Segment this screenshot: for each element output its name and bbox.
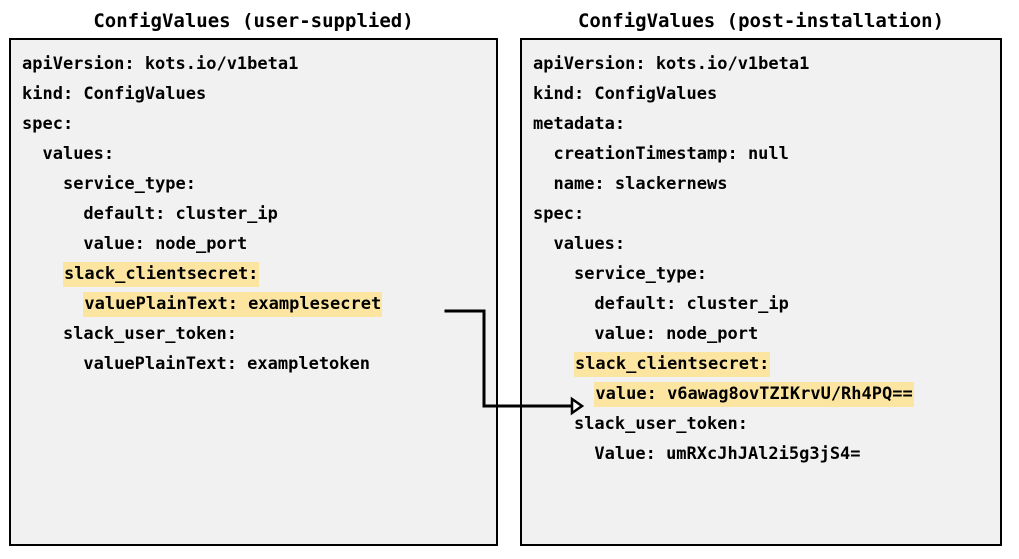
indent-spacer xyxy=(533,144,553,164)
right-yaml-line: service_type: xyxy=(533,259,1000,289)
indent-spacer xyxy=(22,324,63,344)
yaml-text: service_type: xyxy=(62,174,197,194)
yaml-text: metadata: xyxy=(533,114,626,134)
indent-spacer xyxy=(533,234,553,254)
yaml-text: apiVersion: kots.io/v1beta1 xyxy=(533,54,810,74)
highlighted-yaml-text: slack_clientsecret: xyxy=(573,352,771,377)
yaml-text: Value: umRXcJhJAl2i5g3jS4= xyxy=(594,444,861,464)
indent-spacer xyxy=(22,204,83,224)
right-yaml-line: value: node_port xyxy=(533,319,1000,349)
right-yaml-line: slack_user_token: xyxy=(533,409,1000,439)
indent-spacer xyxy=(533,384,594,404)
indent-spacer xyxy=(22,264,63,284)
right-yaml-line: values: xyxy=(533,229,1000,259)
right-yaml-line: spec: xyxy=(533,199,1000,229)
yaml-text: value: node_port xyxy=(83,234,248,254)
yaml-text: slack_user_token: xyxy=(62,324,237,344)
indent-spacer xyxy=(22,234,83,254)
highlighted-yaml-text: valuePlainText: examplesecret xyxy=(83,292,383,317)
right-yaml-line: kind: ConfigValues xyxy=(533,79,1000,109)
left-yaml-line: spec: xyxy=(22,109,496,139)
left-panel-title: ConfigValues (user-supplied) xyxy=(93,10,414,32)
right-yaml-line: value: v6awag8ovTZIKrvU/Rh4PQ== xyxy=(533,379,1000,409)
indent-spacer xyxy=(533,324,594,344)
left-yaml-line: kind: ConfigValues xyxy=(22,79,496,109)
yaml-text: values: xyxy=(42,144,115,164)
yaml-text: slack_user_token: xyxy=(573,414,748,434)
left-yaml-line: values: xyxy=(22,139,496,169)
indent-spacer xyxy=(22,144,42,164)
right-panel-configvalues-post-installation: apiVersion: kots.io/v1beta1 kind: ConfigV… xyxy=(520,38,1002,546)
right-yaml-line: metadata: xyxy=(533,109,1000,139)
indent-spacer xyxy=(533,414,574,434)
right-yaml-line: apiVersion: kots.io/v1beta1 xyxy=(533,49,1000,79)
yaml-text: values: xyxy=(553,234,626,254)
left-panel-configvalues-user-supplied: apiVersion: kots.io/v1beta1 kind: ConfigV… xyxy=(9,38,498,546)
yaml-text: creationTimestamp: null xyxy=(553,144,789,164)
right-yaml-line: Value: umRXcJhJAl2i5g3jS4= xyxy=(533,439,1000,469)
right-yaml-line: name: slackernews xyxy=(533,169,1000,199)
right-yaml-line: default: cluster_ip xyxy=(533,289,1000,319)
indent-spacer xyxy=(533,174,553,194)
yaml-text: kind: ConfigValues xyxy=(22,84,207,104)
yaml-text: value: node_port xyxy=(594,324,759,344)
indent-spacer xyxy=(22,294,83,314)
left-yaml-line: slack_user_token: xyxy=(22,319,496,349)
indent-spacer xyxy=(533,444,594,464)
highlighted-yaml-text: value: v6awag8ovTZIKrvU/Rh4PQ== xyxy=(594,382,914,407)
yaml-text: apiVersion: kots.io/v1beta1 xyxy=(22,54,299,74)
highlighted-yaml-text: slack_clientsecret: xyxy=(62,262,260,287)
yaml-text: valuePlainText: exampletoken xyxy=(83,354,370,374)
right-yaml-line: creationTimestamp: null xyxy=(533,139,1000,169)
left-yaml-line: valuePlainText: examplesecret xyxy=(22,289,496,319)
left-yaml-line: value: node_port xyxy=(22,229,496,259)
yaml-text: spec: xyxy=(533,204,585,224)
left-yaml-line: default: cluster_ip xyxy=(22,199,496,229)
indent-spacer xyxy=(533,264,574,284)
indent-spacer xyxy=(533,294,594,314)
yaml-text: service_type: xyxy=(573,264,708,284)
left-yaml-line: apiVersion: kots.io/v1beta1 xyxy=(22,49,496,79)
yaml-text: default: cluster_ip xyxy=(594,294,789,314)
indent-spacer xyxy=(22,354,83,374)
right-panel-title: ConfigValues (post-installation) xyxy=(577,10,945,32)
left-yaml-line: service_type: xyxy=(22,169,496,199)
left-panel-yaml: apiVersion: kots.io/v1beta1 kind: ConfigV… xyxy=(22,49,496,379)
yaml-text: name: slackernews xyxy=(553,174,728,194)
yaml-text: default: cluster_ip xyxy=(83,204,278,224)
indent-spacer xyxy=(22,174,63,194)
left-yaml-line: slack_clientsecret: xyxy=(22,259,496,289)
indent-spacer xyxy=(533,354,574,374)
right-panel-yaml: apiVersion: kots.io/v1beta1 kind: ConfigV… xyxy=(533,49,1000,469)
yaml-text: kind: ConfigValues xyxy=(533,84,718,104)
yaml-text: spec: xyxy=(22,114,74,134)
left-yaml-line: valuePlainText: exampletoken xyxy=(22,349,496,379)
right-yaml-line: slack_clientsecret: xyxy=(533,349,1000,379)
